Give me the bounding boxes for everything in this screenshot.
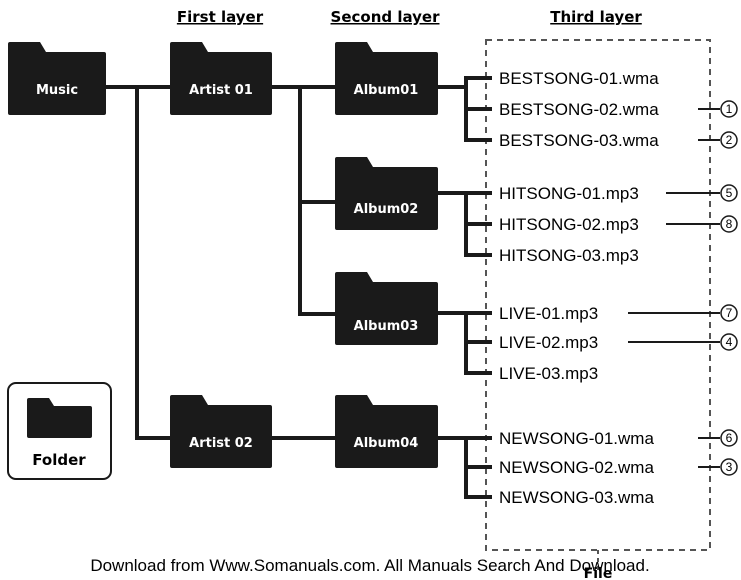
file-item: BESTSONG-02.wma <box>499 100 659 119</box>
folder-artist02-label: Artist 02 <box>189 436 253 451</box>
file-item: LIVE-02.mp3 <box>499 333 598 352</box>
file-item: HITSONG-03.mp3 <box>499 246 639 265</box>
marker-badge: 6 <box>720 429 738 447</box>
folder-artist01: Artist 01 <box>170 42 272 115</box>
folder-icon <box>335 157 438 230</box>
legend-folder: Folder <box>7 382 112 480</box>
file-item: BESTSONG-03.wma <box>499 131 659 150</box>
marker-leaders <box>628 108 720 468</box>
file-item: NEWSONG-02.wma <box>499 458 654 477</box>
tree-connectors <box>104 76 492 499</box>
folder-music-label: Music <box>36 83 78 98</box>
number-markers: 1 2 5 8 7 4 6 3 <box>720 100 738 476</box>
folder-icon <box>335 272 438 345</box>
folder-album03: Album03 <box>335 272 438 345</box>
marker-number: 2 <box>726 133 733 147</box>
marker-badge: 3 <box>720 458 738 476</box>
folder-album04: Album04 <box>335 395 438 468</box>
marker-number: 6 <box>726 431 733 445</box>
legend-folder-label: Folder <box>32 451 86 469</box>
marker-badge: 4 <box>720 333 738 351</box>
marker-number: 8 <box>726 217 733 231</box>
file-list: BESTSONG-01.wma BESTSONG-02.wma BESTSONG… <box>499 69 659 507</box>
file-item: HITSONG-02.mp3 <box>499 215 639 234</box>
marker-number: 3 <box>726 460 733 474</box>
footer-download-notice: Download from Www.Somanuals.com. All Man… <box>90 556 649 575</box>
file-item: NEWSONG-01.wma <box>499 429 654 448</box>
folder-icon <box>8 42 106 115</box>
folder-icon <box>170 395 272 468</box>
folder-artist02: Artist 02 <box>170 395 272 468</box>
files-dashed-box <box>485 39 711 551</box>
folder-icon <box>335 395 438 468</box>
folder-icon <box>27 398 92 438</box>
folder-album01: Album01 <box>335 42 438 115</box>
file-item: LIVE-03.mp3 <box>499 364 598 383</box>
file-item: LIVE-01.mp3 <box>499 304 598 323</box>
file-item: NEWSONG-03.wma <box>499 488 654 507</box>
file-item: BESTSONG-01.wma <box>499 69 659 88</box>
marker-badge: 1 <box>720 100 738 118</box>
folder-album02-label: Album02 <box>354 202 419 217</box>
first-layer-heading: First layer <box>177 8 264 26</box>
third-layer-heading: Third layer <box>550 8 642 26</box>
legend-file-label: File <box>584 566 613 580</box>
folder-music: Music <box>8 42 106 115</box>
folder-icon <box>170 42 272 115</box>
marker-badge: 5 <box>720 184 738 202</box>
file-item: HITSONG-01.mp3 <box>499 184 639 203</box>
marker-badge: 2 <box>720 131 738 149</box>
folder-album02: Album02 <box>335 157 438 230</box>
marker-badge: 8 <box>720 215 738 233</box>
folder-album04-label: Album04 <box>354 436 419 451</box>
marker-badge: 7 <box>720 304 738 322</box>
marker-number: 5 <box>726 186 733 200</box>
marker-number: 4 <box>726 335 733 349</box>
folder-album03-label: Album03 <box>354 319 419 334</box>
marker-number: 1 <box>726 102 733 116</box>
folder-artist01-label: Artist 01 <box>189 83 253 98</box>
second-layer-heading: Second layer <box>331 8 441 26</box>
folder-album01-label: Album01 <box>354 83 419 98</box>
folder-icon <box>335 42 438 115</box>
marker-number: 7 <box>726 306 733 320</box>
